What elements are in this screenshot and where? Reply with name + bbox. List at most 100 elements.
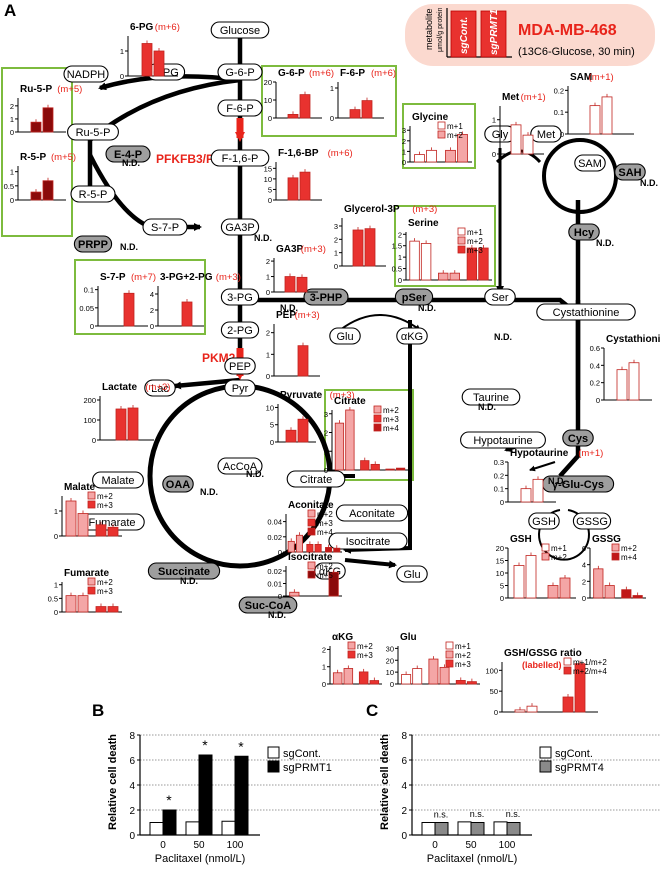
y-tick-label: 2 — [129, 806, 135, 817]
y-tick-label: 0 — [330, 114, 334, 123]
chart-title-glycine: Glycine — [412, 112, 449, 123]
chart-title-f16bp: F-1,6-BP — [278, 148, 319, 159]
node-citrate: Citrate — [286, 470, 346, 488]
chart-title-g6p: G-6-P — [278, 68, 305, 79]
node-shape — [63, 65, 109, 83]
chart-title-ga3p: GA3P — [276, 244, 304, 255]
node-label-sam: SAM — [578, 158, 602, 170]
chart-tag-hypotaurine: (m+1) — [578, 448, 603, 459]
y-tick-label: 0 — [494, 708, 498, 717]
y-tick-label: 5 — [268, 185, 272, 194]
bar-glu-m+2-1 — [439, 666, 450, 685]
legend-swatch — [539, 760, 552, 773]
bar-cystathionine-m+1-0 — [616, 369, 628, 401]
node-label-succoa: Suc-CoA — [245, 600, 292, 612]
bar-gsh-m+2-0 — [547, 585, 559, 599]
nd-label: N.D. — [120, 242, 138, 252]
nd-label: N.D. — [418, 303, 436, 313]
node-label-succinate: Succinate — [158, 566, 210, 578]
bar-aconitate-m+4-1 — [333, 547, 341, 553]
y-tick-label: 6 — [401, 756, 407, 767]
bar-aconitate-m+2-1 — [295, 534, 303, 553]
legend-swatch — [457, 236, 466, 245]
mini-charts: 6-PG(m+6)01G-6-P(m+6)01020F-6-P(m+6)01F-… — [4, 22, 661, 717]
chart-tag-ga3p: (m+3) — [301, 244, 326, 255]
y-tick-label: 1 — [120, 47, 124, 56]
highlight-boxes — [1, 65, 496, 481]
y-tick-label: 0 — [334, 262, 338, 271]
legend-swatch — [87, 491, 96, 500]
chart-tag-r5p: (m+5) — [51, 152, 76, 163]
node-label-pep: PEP — [229, 361, 251, 373]
node-shape — [147, 562, 221, 580]
bar-fumarate-m+3-0 — [95, 606, 107, 613]
chart-title-f6p: F-6-P — [340, 68, 365, 79]
legend-label-aconitate: m+4 — [317, 528, 333, 537]
node-shape — [396, 565, 428, 583]
chart-title-glycerol: Glycerol-3P — [344, 204, 400, 215]
bar-malate-m+3-1 — [107, 526, 119, 537]
y-tick-label: 0.05 — [79, 304, 94, 313]
legend-label-glycine: m+2 — [447, 131, 463, 140]
nd-label: N.D. — [478, 402, 496, 412]
bar-glu-m+2-0 — [428, 658, 439, 685]
legend-label: sgCont. — [283, 748, 321, 760]
legend-swatch — [611, 543, 620, 552]
y-tick-label: 0.5 — [392, 265, 402, 274]
legend-label: sgPRMT1 — [283, 762, 332, 774]
node-ru5p: Ru-5-P — [67, 123, 119, 141]
node-label-glucose: Glucose — [220, 25, 260, 37]
y-tick-label: 100 — [83, 416, 96, 425]
legend-swatch — [347, 650, 356, 659]
node-label-taurine: Taurine — [473, 392, 509, 404]
bar-hypotaurine-m+1-1 — [532, 478, 544, 503]
y-tick-label: 0.3 — [494, 458, 504, 467]
bar-sgCont.-50 — [457, 821, 472, 836]
bar-malate-m+3-0 — [95, 524, 107, 537]
node-shape — [528, 512, 560, 530]
bar-met-m+1-0 — [510, 124, 522, 155]
node-shape — [224, 379, 256, 397]
legend-swatch — [307, 527, 316, 536]
bar-ru5p-m+5-1 — [42, 107, 54, 133]
y-tick-label: 1 — [398, 253, 402, 262]
node-shape — [73, 235, 113, 253]
y-tick-label: 0 — [54, 532, 58, 541]
legend-label-gsh: m+1 — [551, 544, 567, 553]
y-tick-label: 0 — [150, 322, 154, 331]
chart-tag-sam: (m+1) — [589, 72, 614, 83]
legend-swatch — [445, 659, 454, 668]
y-tick-label: 15 — [264, 164, 272, 173]
chart-title-hypotaurine: Hypotaurine — [510, 448, 569, 459]
node-aconitate: Aconitate — [335, 504, 409, 522]
bar-pg3-m+3-1 — [181, 301, 193, 327]
bar-akg-m+3-0 — [358, 671, 369, 685]
legend-label-citrate: m+3 — [383, 415, 399, 424]
bar-lactate-m+3-1 — [127, 407, 139, 441]
legend-swatch — [87, 500, 96, 509]
y-tick-label: 2 — [401, 806, 407, 817]
bar-serine-m+2-1 — [449, 272, 460, 281]
nd-label: N.D. — [548, 476, 566, 486]
legend-label-aconitate: m+3 — [317, 519, 333, 528]
chart-met: Met(m+1)01 — [492, 92, 546, 159]
y-tick-label: 4 — [582, 561, 586, 570]
bar-gssg-m+4-1 — [632, 595, 643, 599]
y-tick-label: 2 — [266, 257, 270, 266]
chart-tag-pep: (m+3) — [295, 310, 320, 321]
node-cystathionine: Cystathionine — [536, 303, 636, 321]
node-label-nadph: NADPH — [67, 69, 106, 81]
bar-sgCont.-50 — [185, 821, 200, 836]
node-e4p: E-4-P — [105, 145, 151, 163]
bar-cystathionine-m+1-1 — [628, 362, 640, 401]
bar-citrate-m+2-0 — [334, 422, 345, 471]
chart-title-gssg: GSSG — [592, 534, 621, 545]
node-shape — [210, 149, 270, 167]
nd-label: N.D. — [200, 487, 218, 497]
bar-ratio-m+1/m+2-1 — [526, 705, 538, 713]
y-tick-label: 6 — [129, 756, 135, 767]
legend-swatch — [307, 509, 316, 518]
bar-glu-m+1-0 — [401, 674, 412, 685]
chart-tag-met: (m+1) — [521, 92, 546, 103]
